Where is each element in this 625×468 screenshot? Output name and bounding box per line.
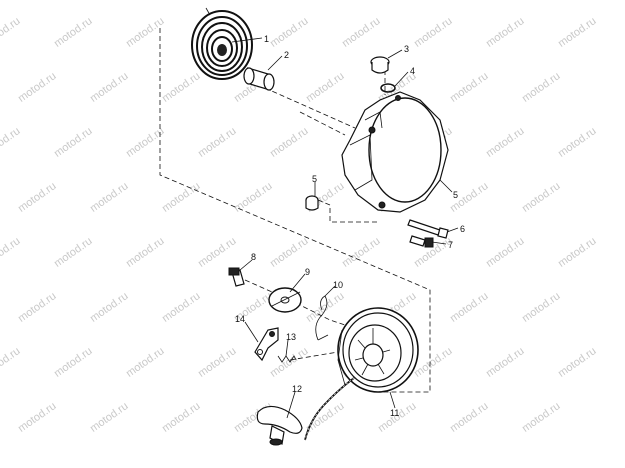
callout-10: 10 bbox=[333, 280, 343, 290]
callout-1: 1 bbox=[264, 34, 269, 44]
callout-12: 12 bbox=[292, 384, 302, 394]
bolt-6-part bbox=[407, 219, 449, 239]
callout-6: 6 bbox=[460, 224, 465, 234]
spring-clip-part bbox=[315, 295, 329, 341]
o-ring-part bbox=[380, 83, 396, 93]
ratchet-pawl-part bbox=[254, 327, 279, 362]
starter-housing-part bbox=[341, 91, 449, 213]
bolt-7-part bbox=[409, 235, 434, 248]
plug-part bbox=[370, 56, 390, 74]
leader-lines bbox=[231, 37, 459, 419]
callout-9: 9 bbox=[305, 267, 310, 277]
callout-7: 7 bbox=[448, 240, 453, 250]
pawl-spring-part bbox=[277, 355, 297, 363]
callout-8: 8 bbox=[251, 252, 256, 262]
rope-pulley-part bbox=[337, 307, 419, 393]
small-bushing-part bbox=[305, 195, 319, 211]
callout-2: 2 bbox=[284, 50, 289, 60]
callout-5-bushing: 5 bbox=[312, 174, 317, 184]
callout-5-housing: 5 bbox=[453, 190, 458, 200]
friction-plate-part bbox=[268, 287, 302, 313]
callout-labels: 1 2 3 4 5 5 6 7 8 9 10 11 12 13 14 bbox=[235, 34, 465, 418]
callout-4: 4 bbox=[410, 66, 415, 76]
recoil-spring-part bbox=[191, 7, 253, 80]
bushing-part bbox=[243, 67, 275, 91]
callout-11: 11 bbox=[390, 408, 399, 418]
callout-13: 13 bbox=[286, 332, 296, 342]
starter-rope-handle-part bbox=[256, 377, 355, 446]
callout-3: 3 bbox=[404, 44, 409, 54]
screw-part bbox=[228, 267, 245, 287]
callout-14: 14 bbox=[235, 314, 245, 324]
